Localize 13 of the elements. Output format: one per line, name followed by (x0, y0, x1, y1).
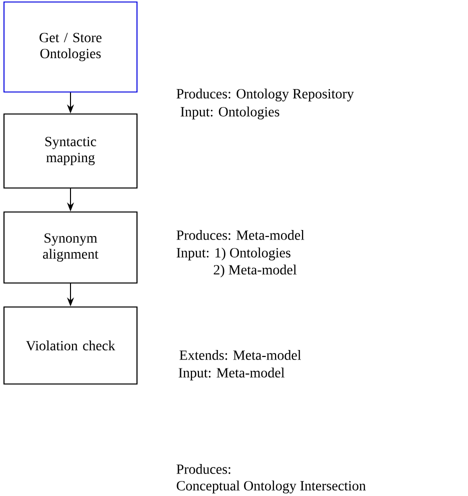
note-text: Extends: Meta-model (180, 350, 301, 360)
process-box: Synonym alignment (3, 211, 138, 284)
note-text: Produces: Meta-model (176, 230, 304, 240)
process-box: Get / Store Ontologies (3, 1, 138, 93)
process-box: Violation check (3, 306, 138, 385)
note-text: Input: 1) Ontologies (176, 248, 290, 260)
note-text: Input: Ontologies (180, 106, 280, 120)
note-text: Conceptual Ontology Intersection (176, 480, 366, 494)
process-box: Syntactic mapping (3, 113, 138, 189)
note-text: Produces: (176, 464, 230, 474)
note-text: 2) Meta-model (214, 264, 296, 278)
note-text: Produces: Ontology Repository (176, 88, 354, 102)
note-text: Input: Meta-model (178, 368, 284, 380)
